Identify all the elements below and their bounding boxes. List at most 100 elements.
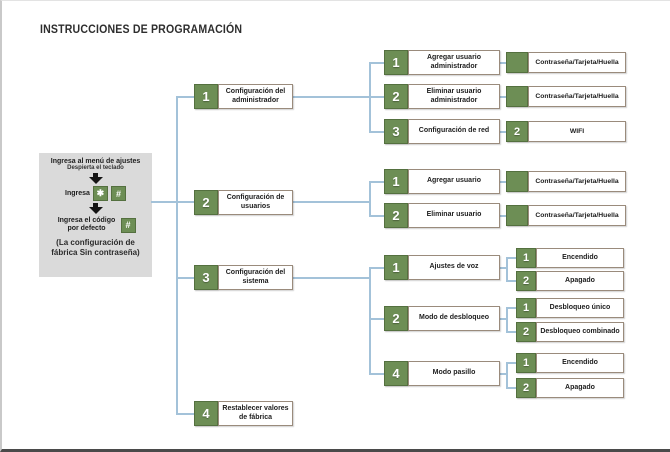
factory-note: (La configuración de fábrica Sin contras… <box>51 237 140 257</box>
node-pasillo-encendido: 1 Encendido <box>516 353 624 373</box>
connector <box>176 277 194 279</box>
connector <box>151 201 194 203</box>
step-number-badge: 2 <box>194 190 218 215</box>
node-credencial-usuario-eliminar: Contraseña/Tarjeta/Huella <box>506 205 626 226</box>
intro-panel: Ingresa al menú de ajustes Despierta el … <box>39 153 152 277</box>
step-number-badge <box>506 52 528 73</box>
connector <box>369 373 384 375</box>
node-eliminar-admin: 2 Eliminar usuario administrador <box>384 84 500 109</box>
node-credencial-admin-agregar: Contraseña/Tarjeta/Huella <box>506 52 626 73</box>
node-credencial-usuario-agregar: Contraseña/Tarjeta/Huella <box>506 171 626 192</box>
node-label: Agregar usuario administrador <box>408 50 500 75</box>
node-label: Contraseña/Tarjeta/Huella <box>528 52 626 73</box>
node-label: Contraseña/Tarjeta/Huella <box>528 86 626 107</box>
step-number-badge: 2 <box>384 203 408 228</box>
hash-key-icon: # <box>110 186 126 201</box>
node-modo-pasillo: 4 Modo pasillo <box>384 361 500 386</box>
step-number-badge: 1 <box>516 353 536 373</box>
connector <box>293 277 370 279</box>
node-eliminar-usuario: 2 Eliminar usuario <box>384 203 500 228</box>
connector <box>500 181 506 183</box>
node-label: Contraseña/Tarjeta/Huella <box>528 205 626 226</box>
step-number-badge: 4 <box>194 401 218 426</box>
connector <box>500 96 506 98</box>
node-pasillo-apagado: 2 Apagado <box>516 378 624 398</box>
step-number-badge: 2 <box>506 121 528 142</box>
connector <box>506 362 516 364</box>
connector <box>369 181 384 183</box>
node-label: Restablecer valores de fábrica <box>218 401 293 426</box>
step-number-badge: 2 <box>516 322 536 342</box>
node-label: Eliminar usuario <box>408 203 500 228</box>
step-number-badge: 1 <box>194 84 218 109</box>
connector <box>506 257 516 259</box>
node-label: Desbloqueo combinado <box>536 322 624 342</box>
node-label: Configuración del sistema <box>218 265 293 290</box>
enter-keys-row: Ingresa ✱ # <box>65 186 126 201</box>
node-label: Eliminar usuario administrador <box>408 84 500 109</box>
step-number-badge: 3 <box>194 265 218 290</box>
connector <box>500 131 506 133</box>
connector <box>293 201 370 203</box>
node-label: Contraseña/Tarjeta/Huella <box>528 171 626 192</box>
node-restablecer-fabrica: 4 Restablecer valores de fábrica <box>194 401 293 426</box>
step-number-badge: 2 <box>516 378 536 398</box>
connector <box>506 387 516 389</box>
node-label: Desbloqueo único <box>536 298 624 318</box>
connector <box>506 331 516 333</box>
connector <box>500 318 507 320</box>
step-number-badge: 1 <box>384 50 408 75</box>
connector <box>293 96 370 98</box>
step-number-badge: 1 <box>384 255 408 280</box>
node-label: Encendido <box>536 353 624 373</box>
step-number-badge: 2 <box>384 306 408 331</box>
step-number-badge: 2 <box>516 271 536 291</box>
node-label: Configuración del administrador <box>218 84 293 109</box>
connector <box>506 362 508 389</box>
connector <box>369 181 371 217</box>
default-code-label: Ingresa el código por defecto <box>57 217 116 233</box>
connector <box>369 131 384 133</box>
node-ajustes-voz: 1 Ajustes de voz <box>384 255 500 280</box>
node-desbloqueo-unico: 1 Desbloqueo único <box>516 298 624 318</box>
page-title: INSTRUCCIONES DE PROGRAMACIÓN <box>40 22 243 36</box>
node-desbloqueo-combinado: 2 Desbloqueo combinado <box>516 322 624 342</box>
node-config-sistema: 3 Configuración del sistema <box>194 265 293 290</box>
connector <box>500 215 506 217</box>
step-number-badge: 3 <box>384 119 408 144</box>
connector <box>176 96 194 98</box>
intro-line2: Despierta el teclado <box>67 165 124 171</box>
connector <box>369 267 384 269</box>
node-label: Apagado <box>536 271 624 291</box>
connector <box>506 307 508 333</box>
connector <box>369 267 371 375</box>
connector <box>176 413 194 415</box>
node-label: Ajustes de voz <box>408 255 500 280</box>
node-voz-encendido: 1 Encendido <box>516 248 624 268</box>
step-number-badge <box>506 171 528 192</box>
node-label: Apagado <box>536 378 624 398</box>
default-code-row: Ingresa el código por defecto # <box>56 217 136 234</box>
step-number-badge <box>506 86 528 107</box>
connector <box>176 96 178 415</box>
connector <box>500 373 507 375</box>
connector <box>506 280 516 282</box>
connector <box>369 215 384 217</box>
hash-key-icon: # <box>120 217 136 233</box>
connector <box>369 318 384 320</box>
node-agregar-usuario: 1 Agregar usuario <box>384 169 500 194</box>
enter-label: Ingresa <box>65 190 90 197</box>
node-label: Modo pasillo <box>408 361 500 386</box>
step-number-badge: 4 <box>384 361 408 386</box>
arrow-down-icon <box>88 203 103 214</box>
connector <box>500 267 507 269</box>
node-label: WIFI <box>528 121 626 142</box>
node-voz-apagado: 2 Apagado <box>516 271 624 291</box>
step-number-badge: 1 <box>516 298 536 318</box>
node-wifi: 2 WIFI <box>506 121 626 142</box>
connector <box>500 62 506 64</box>
connector <box>369 62 384 64</box>
node-config-administrador: 1 Configuración del administrador <box>194 84 293 109</box>
node-label: Configuración de usuarios <box>218 190 293 215</box>
step-number-badge: 2 <box>384 84 408 109</box>
